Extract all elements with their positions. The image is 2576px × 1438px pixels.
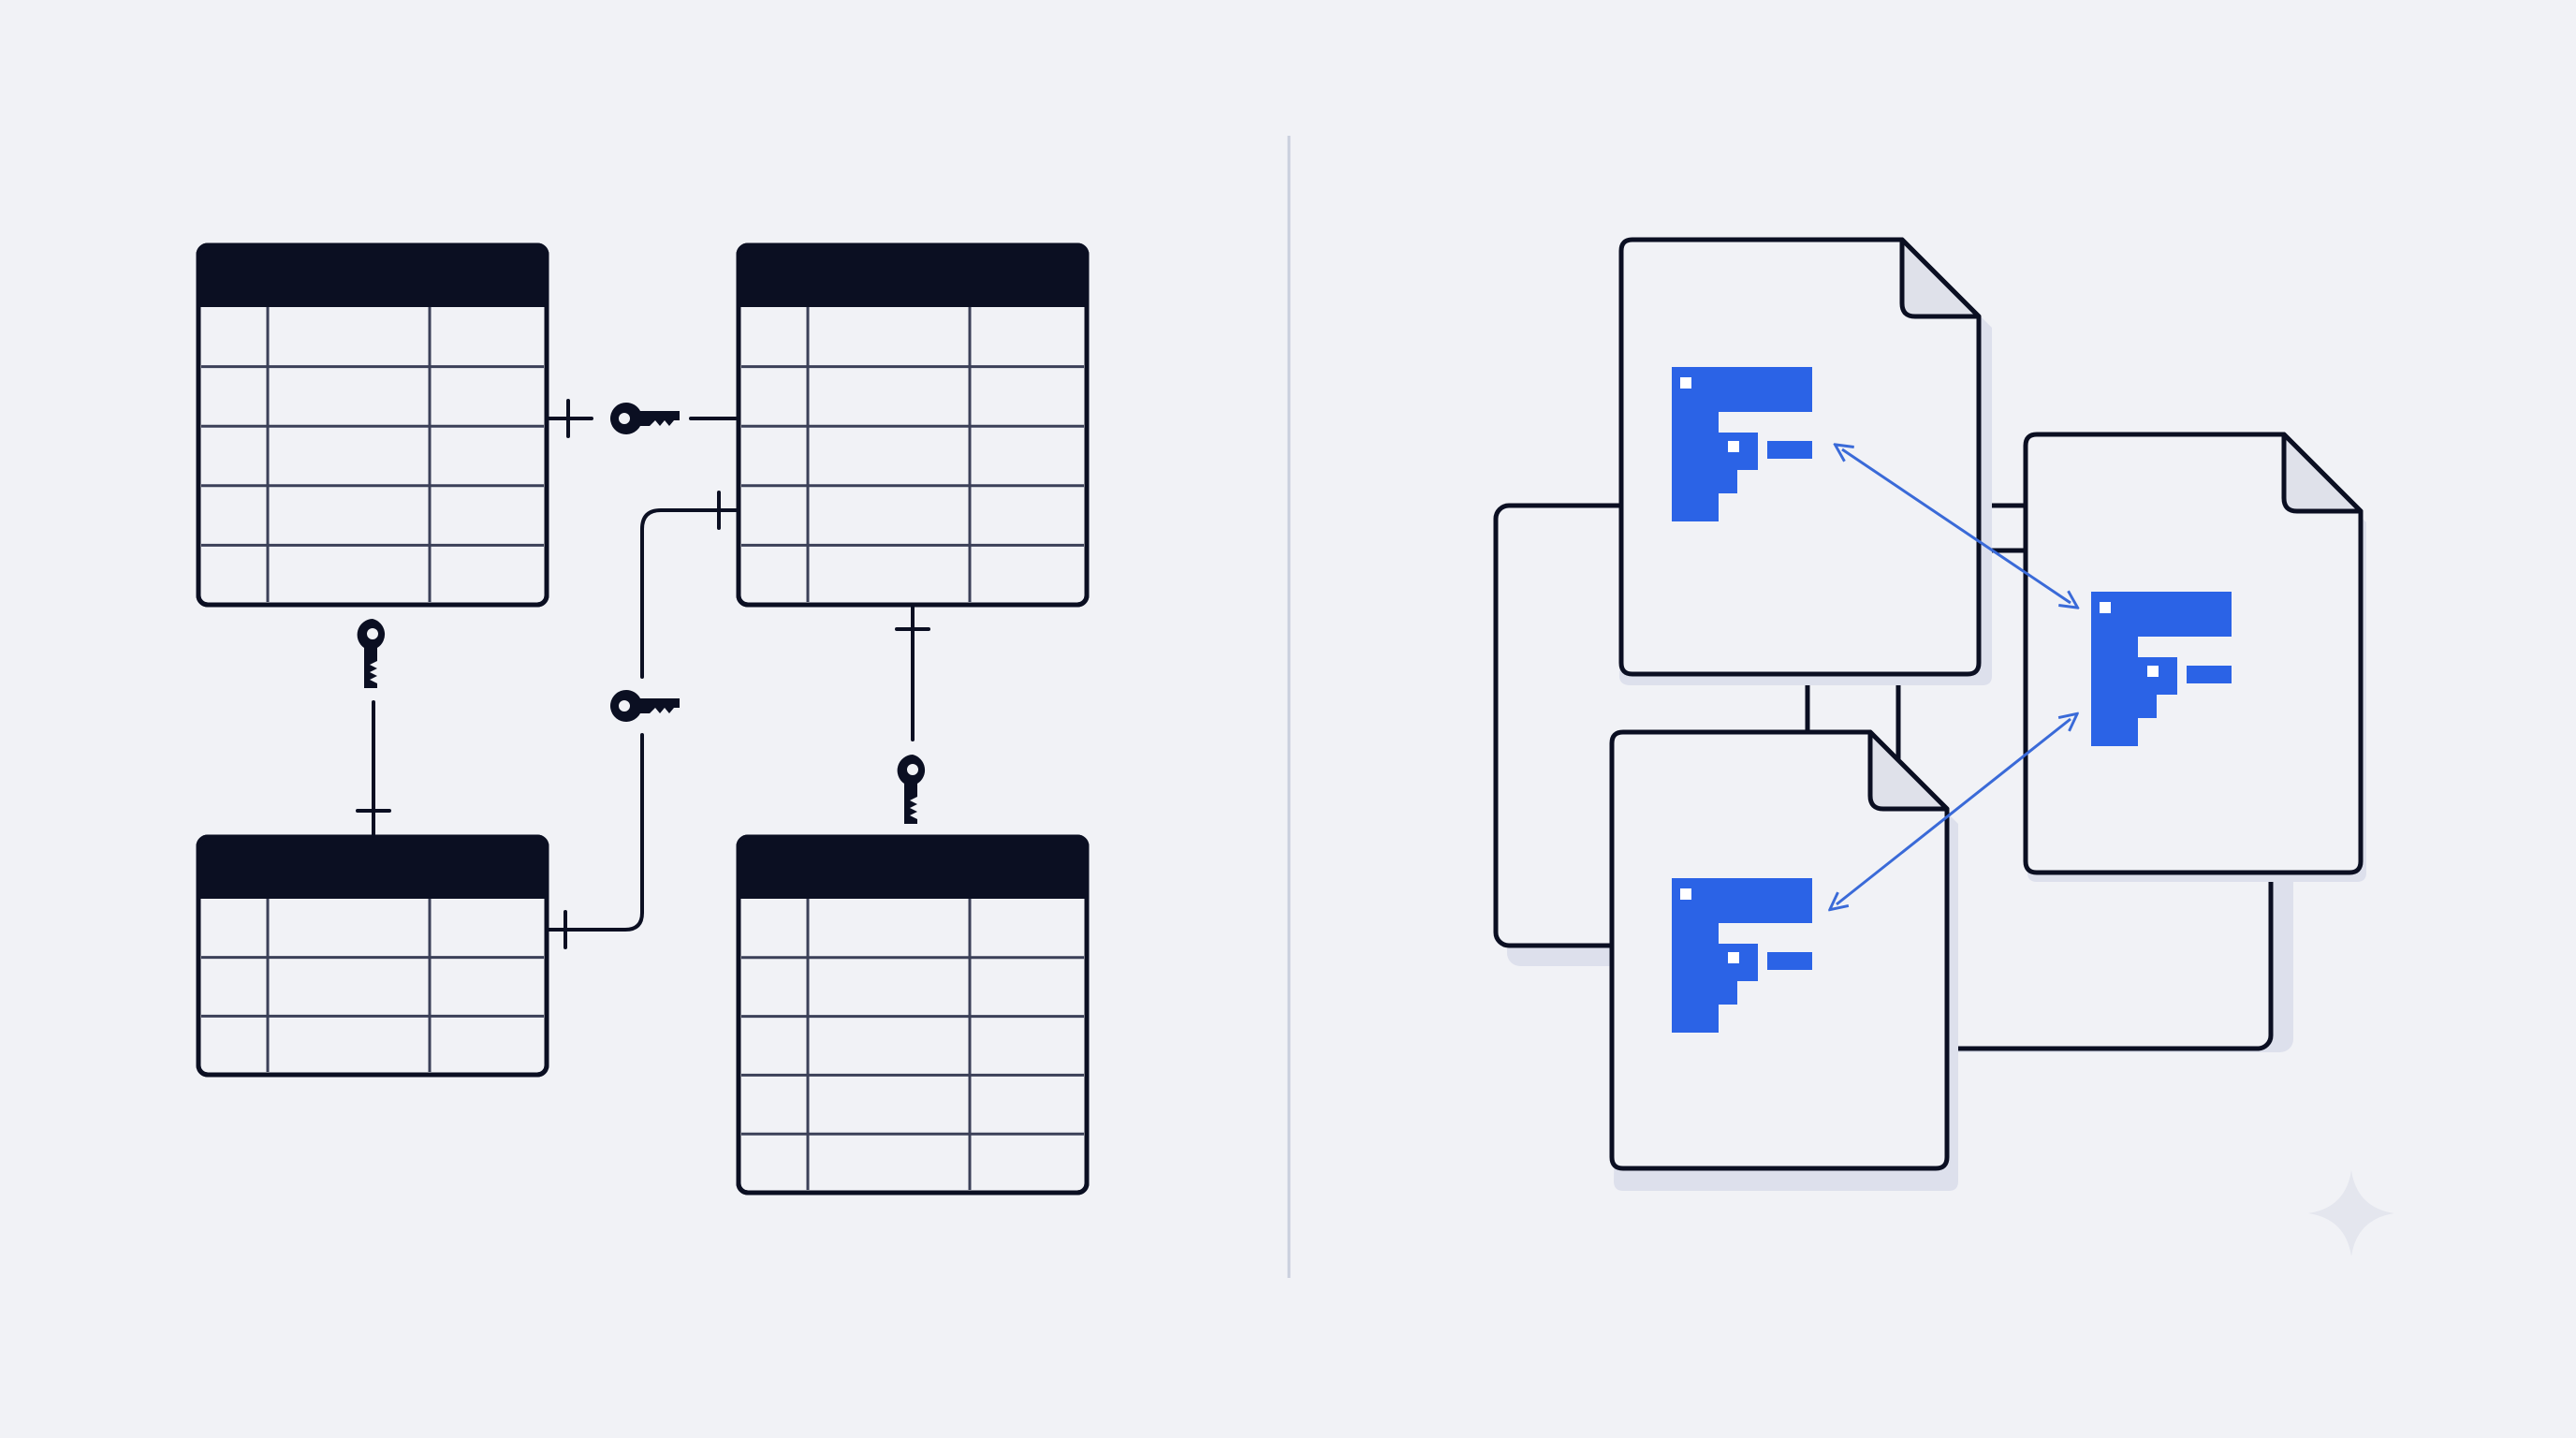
logo-dot xyxy=(1728,441,1739,452)
table-bottom-right xyxy=(736,834,1090,1196)
key-icon xyxy=(610,403,680,434)
table-header xyxy=(739,245,1087,307)
reference-arrow xyxy=(1842,449,2071,603)
relational-tables-panel xyxy=(196,242,1090,1196)
table-border xyxy=(196,242,549,608)
key-icon xyxy=(357,619,386,688)
table-bottom-left xyxy=(196,834,549,1078)
key-icon xyxy=(610,690,680,722)
logo-dot xyxy=(2100,602,2111,613)
table-header xyxy=(198,245,547,307)
document-store-panel xyxy=(1493,237,2366,1191)
relationship-connectors xyxy=(356,399,930,949)
logo-dot xyxy=(1728,952,1739,963)
sparkle-icon xyxy=(2308,1170,2394,1256)
document-bottom xyxy=(1609,729,1958,1191)
logo-dot xyxy=(1680,377,1691,389)
table-border xyxy=(736,834,1090,1196)
document-top xyxy=(1618,237,1992,685)
reference-arrows xyxy=(1837,449,2071,904)
table-top-left xyxy=(196,242,549,608)
reference-arrow xyxy=(1837,719,2071,904)
key-icon xyxy=(897,755,926,824)
table-top-right xyxy=(736,242,1090,608)
table-header xyxy=(739,837,1087,899)
logo-dot xyxy=(2147,666,2159,677)
connector-elbow xyxy=(547,508,738,932)
logo-dot xyxy=(1680,888,1691,900)
document-right xyxy=(2023,432,2366,882)
table-header xyxy=(198,837,547,899)
